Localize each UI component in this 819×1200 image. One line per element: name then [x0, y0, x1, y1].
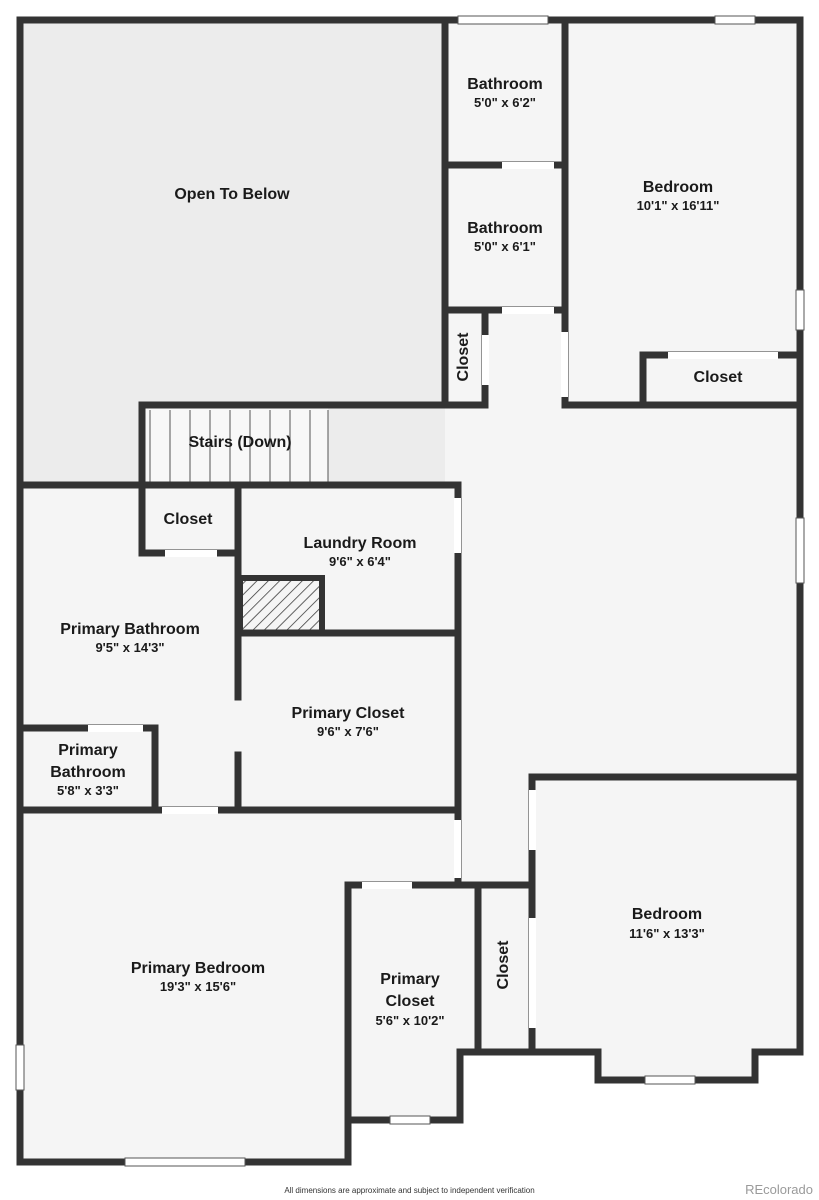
label-closet-ne: Closet: [694, 369, 744, 386]
window-bath-top: [457, 15, 549, 25]
dims-primary-bathroom: 9'5" x 14'3": [95, 640, 164, 655]
dims-primary-bedroom: 19'3" x 15'6": [160, 979, 236, 994]
door-laundry: [454, 498, 461, 553]
dims-primary-closet-small: 5'6" x 10'2": [375, 1013, 444, 1028]
window-primary-bedroom-s: [124, 1157, 246, 1167]
disclaimer-text: All dimensions are approximate and subje…: [284, 1186, 535, 1195]
door-bedroom-ne: [561, 332, 568, 397]
label-closet-hall: Closet: [455, 332, 472, 382]
window-bedroom-ne-top: [714, 15, 756, 25]
openings: [15, 15, 805, 1167]
door-bath-top: [502, 162, 554, 169]
window-bedroom-se-s: [644, 1075, 696, 1085]
label-bedroom-se: Bedroom: [632, 906, 702, 923]
dims-bathroom-top: 5'0" x 6'2": [474, 95, 536, 110]
label-primary-closet-small-1: Primary: [380, 971, 440, 988]
label-open-to-below: Open To Below: [174, 186, 290, 203]
label-bathroom-mid: Bathroom: [467, 220, 543, 237]
dims-primary-closet-mid: 9'6" x 7'6": [317, 724, 379, 739]
door-closet-se: [529, 918, 536, 1028]
label-primary-closet-mid: Primary Closet: [292, 705, 406, 722]
label-laundry: Laundry Room: [304, 535, 417, 552]
label-primary-bathroom-small-1: Primary: [58, 742, 118, 759]
door-bedroom-se: [529, 790, 536, 850]
room-labels: Open To Below Bathroom 5'0" x 6'2" Bathr…: [50, 76, 743, 1028]
window-east-mid: [795, 517, 805, 584]
label-primary-bedroom: Primary Bedroom: [131, 960, 265, 977]
label-primary-closet-small-2: Closet: [386, 993, 436, 1010]
dims-laundry: 9'6" x 6'4": [329, 554, 391, 569]
label-bathroom-top: Bathroom: [467, 76, 543, 93]
door-closet-hall: [482, 335, 489, 385]
door-closet-ne: [668, 352, 778, 359]
label-stairs: Stairs (Down): [188, 434, 291, 451]
dims-primary-bathroom-small: 5'8" x 3'3": [57, 783, 119, 798]
label-closet-se: Closet: [495, 940, 512, 990]
door-primary-bath-small: [88, 725, 143, 732]
window-primary-bedroom-w: [15, 1044, 25, 1091]
label-bedroom-ne: Bedroom: [643, 179, 713, 196]
door-closet-bath: [165, 550, 217, 557]
door-primary-closet-small: [362, 882, 412, 889]
window-primary-closet-s: [389, 1115, 431, 1125]
label-primary-bathroom: Primary Bathroom: [60, 621, 200, 638]
door-primary-bedroom: [162, 807, 218, 814]
dims-bedroom-se: 11'6" x 13'3": [629, 926, 705, 941]
stairs-area: [142, 405, 328, 485]
window-bedroom-ne-side: [795, 289, 805, 331]
stair-treads: [149, 410, 329, 482]
door-primary-bedroom-hall: [454, 820, 461, 878]
credit-watermark: REcolorado: [745, 1182, 813, 1197]
door-bath-mid: [502, 307, 554, 314]
label-closet-bath: Closet: [164, 511, 214, 528]
label-primary-bathroom-small-2: Bathroom: [50, 764, 126, 781]
hatched-shaft: [237, 575, 325, 636]
dims-bathroom-mid: 5'0" x 6'1": [474, 239, 536, 254]
dims-bedroom-ne: 10'1" x 16'11": [637, 198, 720, 213]
